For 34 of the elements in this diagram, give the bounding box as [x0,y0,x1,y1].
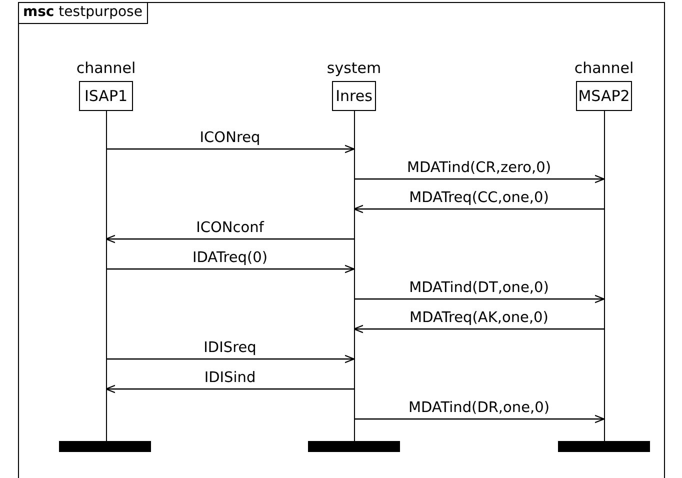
message-arrow [106,354,355,364]
message-arrow [105,234,354,244]
message-label: MDATind(CR,zero,0) [406,160,552,177]
message-arrow [354,174,605,184]
lifeline [354,111,355,441]
frame-title: msc testpurpose [19,3,148,24]
instance-box: MSAP2 [576,81,632,111]
message-label: MDATreq(AK,one,0) [410,310,548,327]
message-arrow [353,324,604,334]
end-bar [308,441,400,452]
end-bar [558,441,650,452]
message-label: IDISind [204,370,256,387]
message-label: IDATreq(0) [192,250,268,267]
message-label: ICONconf [196,220,264,237]
message-label: IDISreq [204,340,256,357]
message-arrow [354,414,605,424]
message-label: MDATreq(CC,one,0) [409,190,549,207]
message-arrow [354,294,605,304]
message-label: MDATind(DT,one,0) [409,280,549,297]
instance-box: Inres [332,81,376,111]
lifeline [106,111,107,441]
message-arrow [105,384,354,394]
message-label: MDATind(DR,one,0) [408,400,550,417]
message-arrow [106,264,355,274]
message-arrow [106,144,355,154]
instance-box: ISAP1 [79,81,133,111]
message-label: ICONreq [200,130,260,147]
instance-kind: channel [76,59,136,77]
message-arrow [353,204,604,214]
msc-frame [18,2,665,478]
lifeline [604,111,605,441]
instance-kind: channel [574,59,634,77]
end-bar [59,441,151,452]
instance-kind: system [326,59,382,77]
